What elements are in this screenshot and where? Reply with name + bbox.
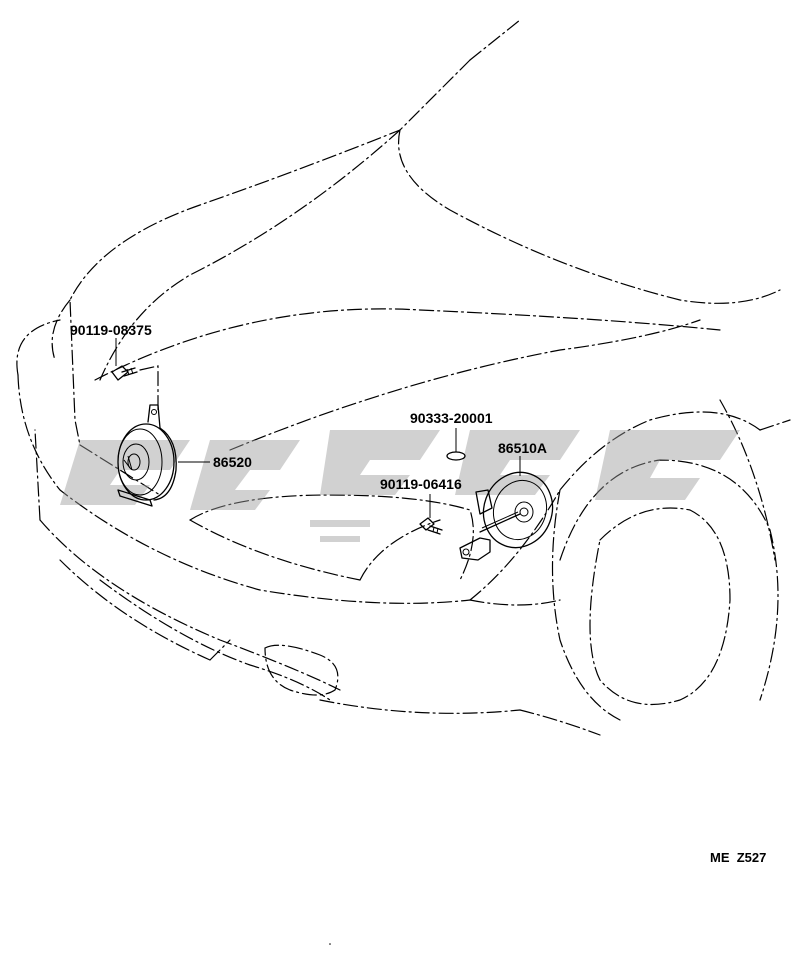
install-line-left <box>139 365 159 411</box>
label-bolt-left: 90119-08375 <box>70 322 152 338</box>
horn-low-icon <box>117 404 177 507</box>
label-clip: 90333-20001 <box>410 410 493 426</box>
drawing-code: ME Z527 <box>710 850 766 865</box>
bolt-right-icon <box>419 494 443 535</box>
bottom-dot <box>329 943 331 945</box>
watermark-logo <box>60 430 740 542</box>
car-body-outline <box>16 19 791 736</box>
label-bolt-right: 90119-06416 <box>380 476 462 492</box>
horn-high-icon <box>459 471 554 561</box>
bolt-left-icon <box>111 338 138 381</box>
label-horn-low: 86520 <box>213 454 252 470</box>
label-horn-high: 86510A <box>498 440 547 456</box>
clip-icon <box>446 428 466 461</box>
